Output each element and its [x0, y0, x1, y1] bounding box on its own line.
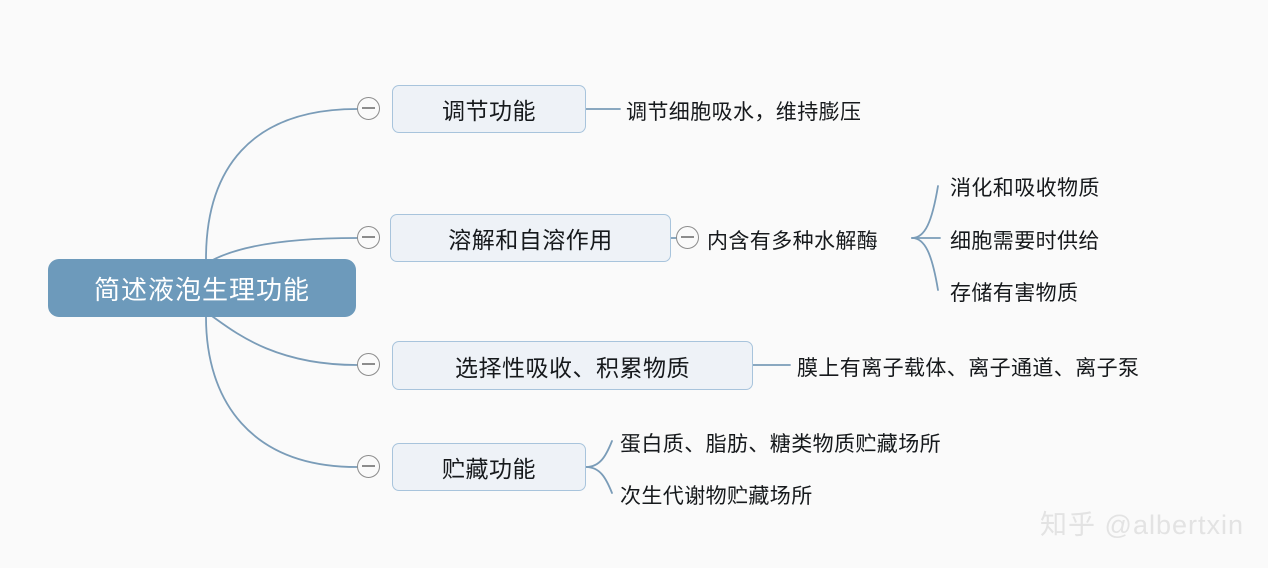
branch-node-4[interactable]: 贮藏功能 [392, 443, 586, 491]
branch-node-2-label: 溶解和自溶作用 [448, 227, 613, 253]
branch-node-2[interactable]: 溶解和自溶作用 [390, 214, 671, 262]
branch-node-4-label: 贮藏功能 [442, 456, 536, 482]
leaf-text-4-2: 次生代谢物贮藏场所 [620, 485, 813, 508]
collapse-toggle-branch-2-sub-1[interactable] [676, 226, 699, 249]
leaf-text-1-1: 调节细胞吸水，维持膨压 [626, 101, 862, 124]
connector-branch-4-to-leaf-1 [585, 440, 613, 468]
branch-node-3[interactable]: 选择性吸收、积累物质 [392, 341, 753, 390]
leaf-text-3-1: 膜上有离子载体、离子通道、离子泵 [797, 357, 1140, 380]
branch-node-1-label: 调节功能 [442, 98, 536, 124]
root-node-label: 简述液泡生理功能 [93, 274, 310, 305]
leaf-text-2-1-2: 细胞需要时供给 [950, 230, 1100, 253]
leaf-text-2-1-3: 存储有害物质 [950, 282, 1079, 305]
collapse-toggle-branch-1[interactable] [357, 97, 380, 120]
collapse-toggle-branch-4[interactable] [357, 455, 380, 478]
leaf-text-2-1: 内含有多种水解酶 [707, 230, 879, 253]
connector-sub-to-leaf-1 [911, 185, 939, 239]
connector-sub-to-leaf-3 [911, 237, 939, 291]
connector-root-to-branch-3 [208, 313, 358, 366]
leaf-text-2-1-1: 消化和吸收物质 [950, 177, 1100, 200]
root-node[interactable]: 简述液泡生理功能 [48, 259, 356, 317]
collapse-toggle-branch-2[interactable] [357, 226, 380, 249]
connector-root-to-branch-4 [205, 316, 358, 468]
connector-root-to-branch-1 [205, 108, 358, 260]
branch-node-3-label: 选择性吸收、积累物质 [455, 354, 690, 381]
leaf-text-4-1: 蛋白质、脂肪、糖类物质贮藏场所 [620, 433, 941, 456]
connector-branch-4-to-leaf-2 [585, 466, 613, 494]
collapse-toggle-branch-3[interactable] [357, 353, 380, 376]
watermark: 知乎 @albertxin [1040, 510, 1244, 540]
branch-node-1[interactable]: 调节功能 [392, 85, 586, 133]
